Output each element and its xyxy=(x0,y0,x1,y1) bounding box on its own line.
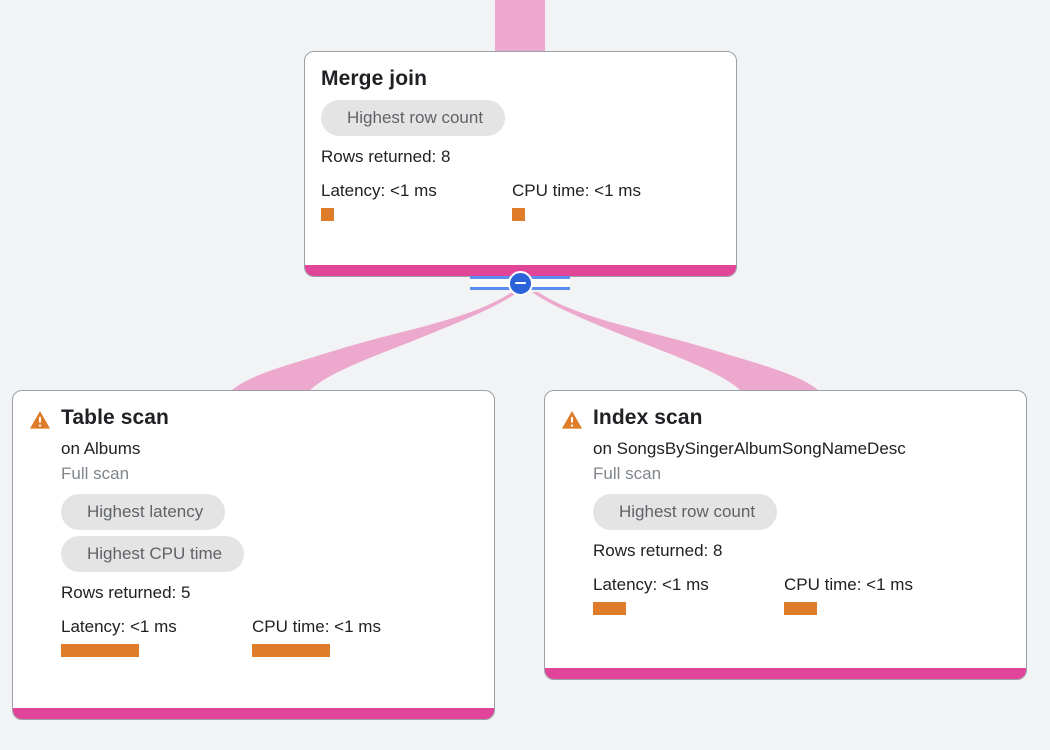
node-merge-join-title: Merge join xyxy=(321,67,428,90)
warning-triangle-icon xyxy=(561,411,583,429)
metric-cpu-time-label: CPU time: <1 ms xyxy=(252,617,381,636)
node-index-scan-subtitle: on SongsBySingerAlbumSongNameDesc xyxy=(593,439,906,458)
node-index-scan-metrics: Latency: <1 ms CPU time: <1 ms xyxy=(561,575,1010,615)
metric-cpu-time: CPU time: <1 ms xyxy=(252,617,381,657)
node-index-scan-rows-returned: Rows returned: 8 xyxy=(593,541,723,560)
node-index-scan-chips: Highest row count xyxy=(561,486,1010,530)
metric-latency-bar xyxy=(593,602,626,615)
node-index-scan-header: Index scan xyxy=(561,405,1010,431)
warning-triangle-icon xyxy=(29,411,51,429)
node-index-scan-title: Index scan xyxy=(593,406,703,429)
metric-cpu-time: CPU time: <1 ms xyxy=(784,575,913,615)
node-table-scan-subtitle: on Albums xyxy=(61,439,141,458)
node-merge-join-body: Merge join Highest row count Rows return… xyxy=(305,52,736,231)
node-merge-join-header: Merge join xyxy=(321,66,720,92)
node-index-scan[interactable]: Index scan on SongsBySingerAlbumSongName… xyxy=(544,390,1027,680)
node-table-scan-chips: Highest latency Highest CPU time xyxy=(29,486,478,572)
node-merge-join-rows-returned: Rows returned: 8 xyxy=(321,147,451,166)
metric-latency-label: Latency: <1 ms xyxy=(61,617,177,636)
metric-latency-label: Latency: <1 ms xyxy=(593,575,709,594)
node-index-scan-body: Index scan on SongsBySingerAlbumSongName… xyxy=(545,391,1026,625)
node-table-scan-title: Table scan xyxy=(61,406,169,429)
metric-cpu-time-bar xyxy=(512,208,525,221)
metric-latency-label: Latency: <1 ms xyxy=(321,181,437,200)
node-table-scan-rows-returned: Rows returned: 5 xyxy=(61,583,191,602)
node-table-scan[interactable]: Table scan on Albums Full scan Highest l… xyxy=(12,390,495,720)
metric-cpu-time-label: CPU time: <1 ms xyxy=(512,181,641,200)
node-table-scan-metrics: Latency: <1 ms CPU time: <1 ms xyxy=(29,617,478,657)
metric-cpu-time-bar xyxy=(784,602,817,615)
node-merge-join-metrics: Latency: <1 ms CPU time: <1 ms xyxy=(321,181,720,221)
chip-highest-row-count[interactable]: Highest row count xyxy=(593,494,778,530)
node-index-scan-scan-type: Full scan xyxy=(593,464,662,483)
node-index-scan-accent-bar xyxy=(545,668,1026,679)
minus-circle-icon[interactable] xyxy=(507,270,533,296)
metric-cpu-time: CPU time: <1 ms xyxy=(512,181,641,221)
collapse-toggle-button[interactable] xyxy=(470,270,570,296)
chip-highest-cpu-time[interactable]: Highest CPU time xyxy=(61,536,245,572)
node-merge-join-chips: Highest row count xyxy=(321,92,720,136)
edge-parent-in xyxy=(495,0,545,52)
chip-highest-row-count[interactable]: Highest row count xyxy=(321,100,506,136)
metric-cpu-time-bar xyxy=(252,644,330,657)
node-merge-join[interactable]: Merge join Highest row count Rows return… xyxy=(304,51,737,277)
node-table-scan-accent-bar xyxy=(13,708,494,719)
edge-to-table-scan xyxy=(232,292,518,390)
node-table-scan-body: Table scan on Albums Full scan Highest l… xyxy=(13,391,494,667)
edge-to-index-scan xyxy=(532,292,818,390)
metric-latency: Latency: <1 ms xyxy=(593,575,784,615)
chip-highest-latency[interactable]: Highest latency xyxy=(61,494,226,530)
minus-glyph xyxy=(514,281,526,285)
metric-latency-bar xyxy=(321,208,334,221)
metric-latency-bar xyxy=(61,644,139,657)
metric-latency: Latency: <1 ms xyxy=(321,181,512,221)
metric-cpu-time-label: CPU time: <1 ms xyxy=(784,575,913,594)
node-table-scan-header: Table scan xyxy=(29,405,478,431)
metric-latency: Latency: <1 ms xyxy=(61,617,252,657)
node-table-scan-scan-type: Full scan xyxy=(61,464,130,483)
